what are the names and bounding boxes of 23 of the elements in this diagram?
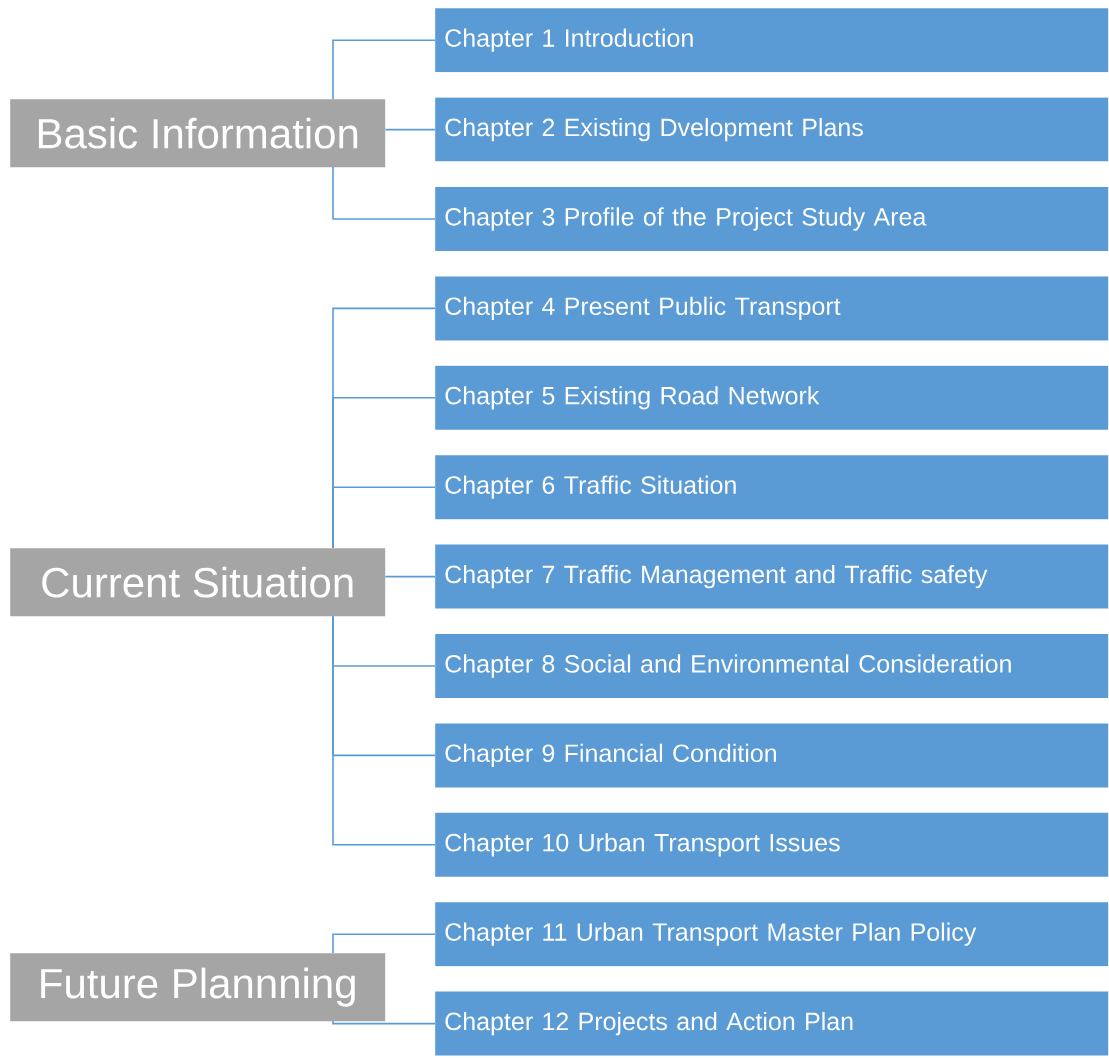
category-box: Current Situation <box>10 548 386 617</box>
connector-line <box>332 486 436 549</box>
connector-line <box>384 575 436 578</box>
chapter-box: Chapter 3 Profile of the Project Study Area <box>435 187 1109 251</box>
chapter-box: Chapter 6 Traffic Situation <box>435 455 1109 520</box>
chapter-box: Chapter 4 Present Public Transport <box>435 276 1109 341</box>
connector-line <box>332 933 436 954</box>
chapter-box: Chapter 10 Urban Transport Issues <box>435 812 1109 877</box>
chapter-box: Chapter 2 Existing Dvelopment Plans <box>435 97 1109 162</box>
chapter-box: Chapter 1 Introduction <box>435 8 1109 73</box>
connector-line <box>332 39 436 100</box>
category-box: Basic Information <box>10 99 386 168</box>
connector-line <box>332 166 436 220</box>
chapter-box: Chapter 11 Urban Transport Master Plan Policy <box>435 902 1109 967</box>
chapter-box: Chapter 9 Financial Condition <box>435 723 1109 788</box>
connector-line <box>332 615 436 846</box>
chapter-box: Chapter 5 Existing Road Network <box>435 365 1109 430</box>
chapter-box: Chapter 7 Traffic Management and Traffic safety <box>435 544 1109 609</box>
category-box: Future Plannning <box>10 953 386 1022</box>
connector-line <box>332 1020 436 1025</box>
chapter-box: Chapter 8 Social and Environmental Consideration <box>435 634 1109 698</box>
chapter-box: Chapter 12 Projects and Action Plan <box>435 991 1109 1056</box>
connector-line <box>384 128 436 131</box>
